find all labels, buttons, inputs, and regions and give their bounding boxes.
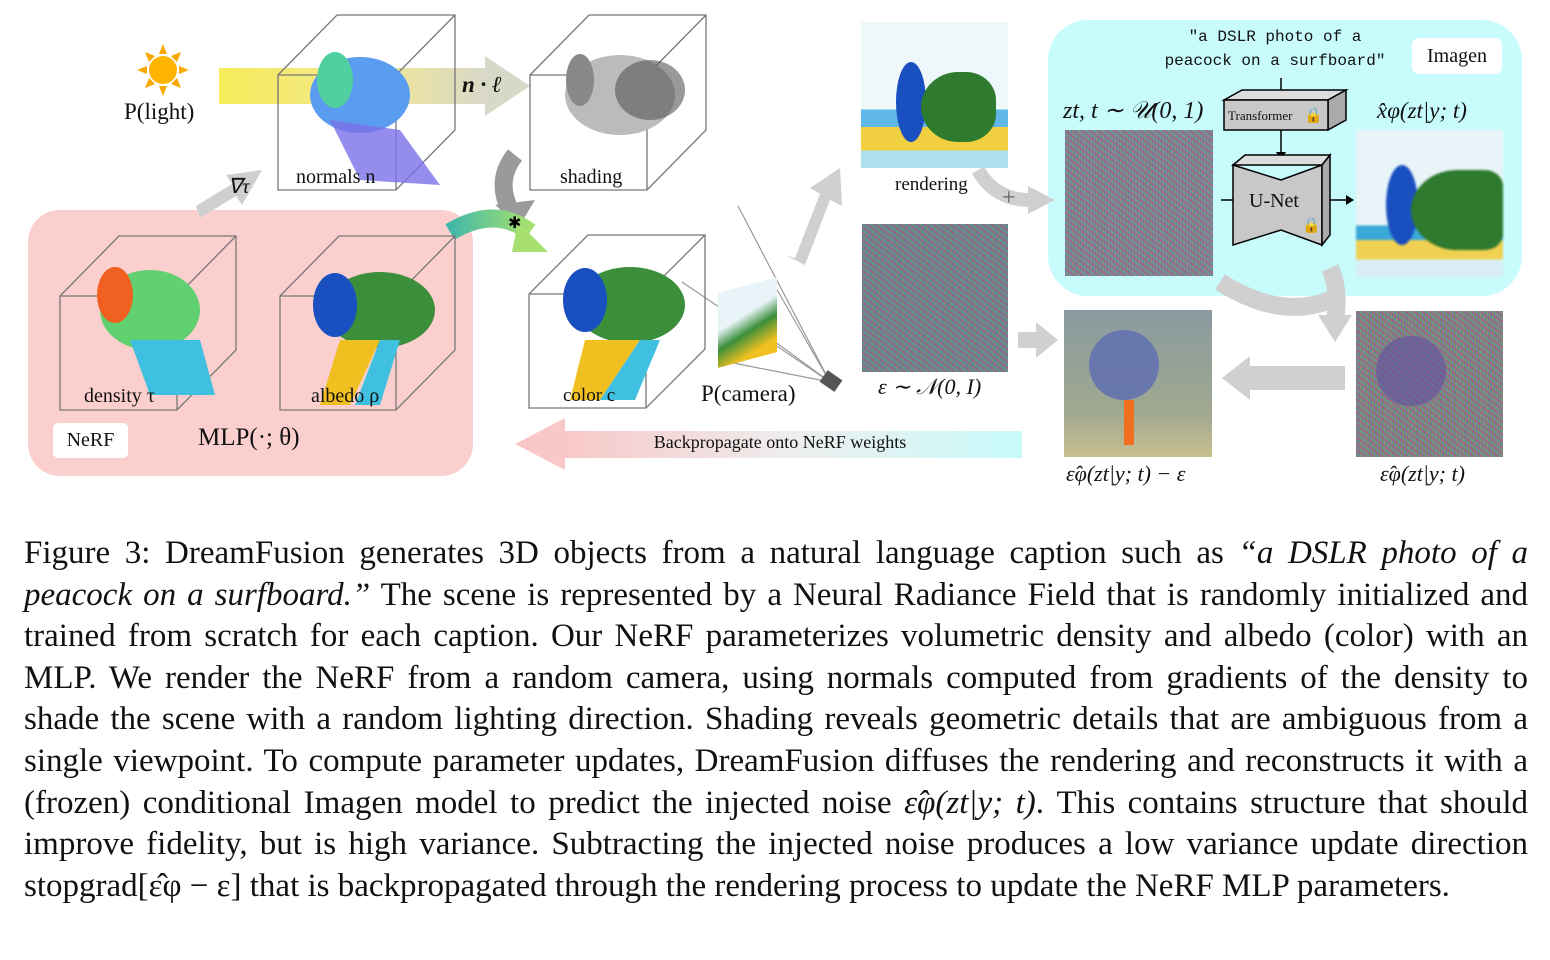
noisy-latent-image [1065,130,1213,276]
camera-label: P(camera) [701,381,796,406]
caption-text: The scene is represented by a Neural Rad… [24,576,1528,821]
noise-image [862,224,1008,372]
eps-minus-label: ε̂φ(zt|y; t) − ε [1066,461,1186,486]
transformer-label: Transformer [1228,108,1293,123]
caption-quote: “a DSLR photo of a peacock on a surfboar… [24,535,1528,613]
prompt-line-1: "a DSLR photo of a [1188,28,1362,46]
camera-view-image [718,277,777,368]
peacock-color [563,267,685,400]
n-dot-l-label: n · ℓ [462,72,502,97]
backprop-label: Backpropagate onto NeRF weights [653,432,907,452]
caption-text: . This contains structure that should im… [24,784,1528,863]
albedo-label: albedo ρ [311,385,380,407]
gradient-label: ∇τ [228,174,250,198]
noise-label: ε ∼ 𝒩(0, I) [878,374,982,399]
transformer-block [1221,88,1349,132]
mlp-label: MLP(·; θ) [198,424,300,451]
peacock-albedo [313,272,435,405]
sun-icon [137,44,189,96]
gradient-arrow [196,170,262,218]
predicted-noise-image [1356,311,1503,457]
peacock-shading [565,54,685,135]
xhat-label: x̂φ(zt|y; t) [1377,98,1467,123]
backprop-arrow [515,418,1022,470]
caption-math: ε̂φ(zt|y; t) [904,784,1036,821]
color-label: color c [563,385,616,406]
zt-label: zt, t ∼ 𝒰(0, 1) [1063,98,1204,124]
shading-arrow [494,149,523,215]
unet-block [1230,152,1332,248]
figure-caption: Figure 3: DreamFusion generates 3D objec… [24,533,1528,907]
nerf-badge: NeRF [53,423,128,458]
shading-label: shading [560,166,623,188]
imagen-badge: Imagen [1412,38,1502,74]
eps-label: ε̂φ(zt|y; t) [1380,461,1465,486]
diagram-arrows: ✱ [59,14,1354,470]
denoised-image [1356,130,1503,277]
peacock-normals [310,52,440,185]
noise-residual-image [1064,310,1212,457]
lock-icon: 🔒 [1304,106,1323,124]
caption-math: stopgrad[ε̂φ − ε] [24,867,242,904]
lock-icon: 🔒 [1302,216,1321,234]
camera-icon [819,370,843,392]
prompt-text: "a DSLR photo of a peacock on a surfboar… [1130,25,1420,73]
svg-text:✱: ✱ [508,213,521,232]
peacock-density [97,267,215,395]
caption-text: that is backpropagated through the rende… [241,867,1450,904]
rendering-label: rendering [895,174,968,195]
render-arrow [785,168,842,265]
light-label: P(light) [124,99,195,124]
plus-sign: + [1002,185,1016,211]
caption-text: Figure 3: DreamFusion generates 3D objec… [24,535,1239,571]
density-label: density τ [84,385,155,407]
normals-label: normals n [296,166,376,188]
unet-label: U-Net [1249,190,1299,212]
prompt-line-2: peacock on a surfboard" [1164,52,1386,70]
rendering-image [861,22,1008,168]
